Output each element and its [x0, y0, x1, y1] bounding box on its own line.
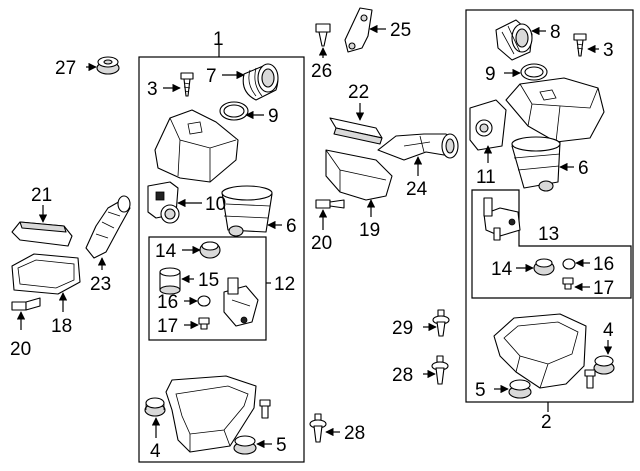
callout-9-left: 9	[268, 106, 279, 127]
seal-strip-22	[329, 117, 383, 145]
callout-18: 18	[51, 316, 72, 337]
sensor-bracket-12	[223, 277, 259, 327]
grommet-16-right	[562, 258, 576, 270]
screw-20-center	[315, 199, 345, 209]
grommet-5-right	[508, 379, 532, 399]
callout-5-left: 5	[276, 435, 287, 456]
callout-28-center: 28	[392, 365, 413, 386]
callout-5-right: 5	[475, 380, 486, 401]
screw-3-left	[180, 72, 194, 97]
callout-3-right: 3	[603, 40, 614, 61]
callout-20-center: 20	[311, 233, 332, 254]
air-filter-6-right	[511, 136, 561, 192]
push-pin-29	[432, 309, 450, 337]
callout-16-right: 16	[593, 254, 614, 275]
callout-24: 24	[406, 179, 428, 200]
group-box-1	[138, 56, 305, 463]
bushing-15	[159, 267, 181, 295]
callout-22: 22	[348, 82, 369, 103]
callout-20-left: 20	[10, 339, 31, 360]
callout-6-right: 6	[578, 158, 589, 179]
push-pin-28-center	[431, 355, 449, 385]
callout-15: 15	[198, 270, 219, 291]
screw-3-right	[573, 33, 587, 57]
callout-12: 12	[274, 274, 295, 295]
callout-25: 25	[390, 20, 411, 41]
tray-18	[11, 253, 81, 295]
bolt-lower-left	[259, 399, 271, 419]
screw-26	[315, 23, 331, 47]
callout-14-right: 14	[491, 259, 513, 280]
cover-19	[325, 149, 393, 201]
callout-21: 21	[31, 185, 52, 206]
callout-4-right: 4	[603, 320, 614, 341]
grommet-5-left	[233, 435, 257, 455]
air-cleaner-body-1	[165, 375, 257, 453]
callout-9-right: 9	[485, 64, 496, 85]
group-box-13	[471, 189, 632, 299]
callout-27: 27	[55, 58, 76, 79]
intake-duct-23	[85, 195, 131, 259]
grommet-4-left	[144, 397, 166, 417]
callout-13: 13	[538, 224, 559, 245]
callout-17-right: 17	[593, 278, 614, 299]
callout-11: 11	[476, 167, 496, 188]
callout-4-left: 4	[150, 441, 161, 462]
callout-19: 19	[359, 220, 380, 241]
group-box-12	[148, 236, 267, 341]
bracket-25	[344, 7, 373, 53]
callout-10: 10	[205, 194, 226, 215]
callout-17-left: 17	[157, 316, 178, 337]
mass-air-sensor-10	[147, 181, 180, 224]
group-box-2	[465, 9, 634, 403]
air-cleaner-body-2	[493, 313, 587, 389]
callout-6-left: 6	[286, 216, 297, 237]
air-cleaner-cover-2	[505, 77, 605, 143]
callout-26: 26	[311, 61, 332, 82]
bolt-lower-right	[584, 369, 596, 389]
screw-20-left	[11, 297, 41, 311]
air-cleaner-cover-1	[154, 109, 239, 183]
callout-3-left: 3	[147, 79, 158, 100]
callout-23: 23	[90, 274, 111, 295]
bolt-17-left	[198, 317, 210, 330]
push-pin-28-lower	[309, 413, 327, 443]
sensor-13	[483, 197, 521, 241]
callout-28-lower: 28	[344, 423, 365, 444]
grommet-4-right	[593, 355, 615, 375]
callout-16-left: 16	[157, 292, 178, 313]
callout-1: 1	[213, 29, 224, 50]
bolt-17-right	[562, 277, 574, 290]
air-filter-6-left	[221, 185, 273, 237]
air-duct-8	[495, 19, 533, 61]
callout-14-left: 14	[155, 241, 177, 262]
shield-21	[11, 221, 73, 247]
callout-2: 2	[541, 412, 552, 433]
callout-8: 8	[550, 22, 561, 43]
callout-29: 29	[392, 318, 413, 339]
intake-duct-24	[377, 133, 459, 161]
grommet-27	[96, 56, 120, 75]
mass-air-sensor-11	[469, 99, 507, 151]
grommet-16-left	[197, 295, 211, 307]
callout-7: 7	[206, 66, 217, 87]
air-duct-7	[242, 63, 279, 101]
